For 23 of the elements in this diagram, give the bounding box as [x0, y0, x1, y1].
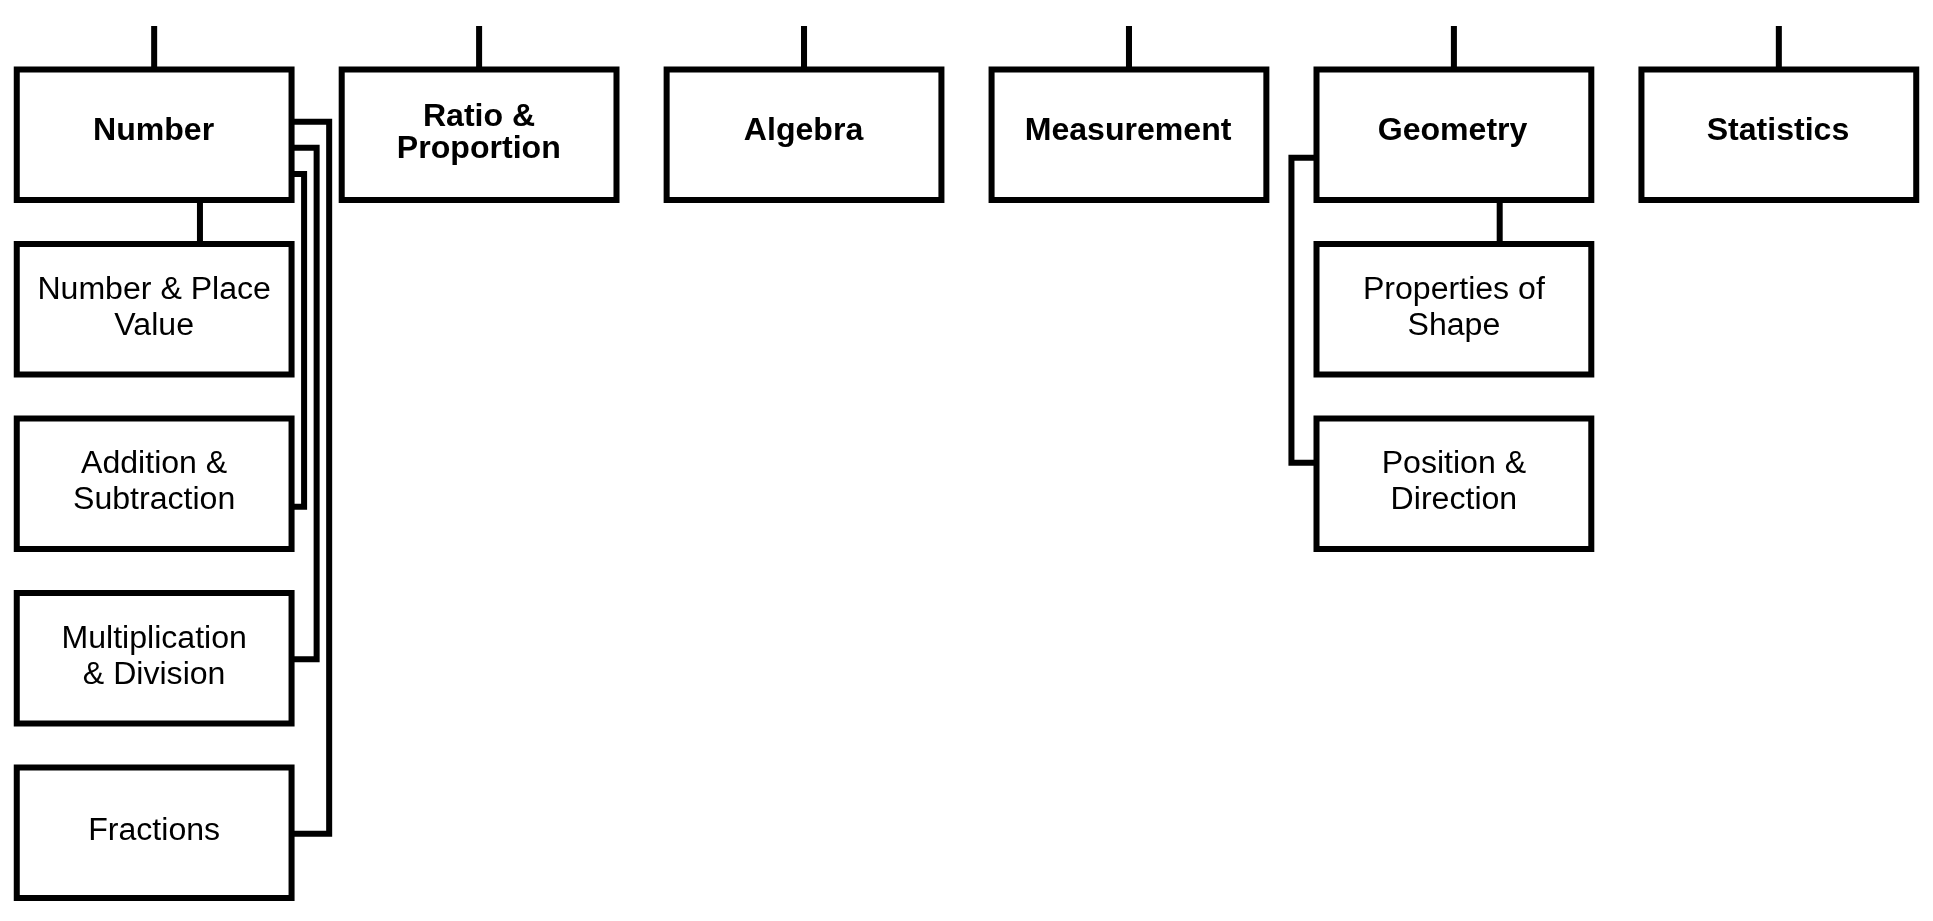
node-box: Properties of Shape	[1313, 240, 1595, 377]
node-box: Ratio & Proportion	[338, 66, 620, 203]
connector	[1288, 154, 1317, 466]
connector	[1496, 200, 1503, 244]
node-box: Number	[13, 66, 295, 203]
node-box: Multiplication & Division	[13, 589, 295, 726]
connector	[291, 170, 308, 510]
node-box: Number & Place Value	[13, 240, 295, 377]
connector	[1775, 25, 1782, 69]
connector	[291, 144, 320, 662]
node-box: Position & Direction	[1313, 415, 1595, 552]
connector	[801, 25, 808, 69]
connector	[196, 200, 203, 244]
connector	[476, 25, 483, 69]
node-box: Statistics	[1638, 66, 1920, 203]
node-box: Addition & Subtraction	[13, 415, 295, 552]
node-box: Measurement	[988, 66, 1270, 203]
node-box: Fractions	[13, 764, 295, 901]
connector	[1125, 25, 1132, 69]
node-box: Geometry	[1313, 66, 1595, 203]
node-box: Algebra	[663, 66, 945, 203]
connector	[151, 25, 158, 69]
connector	[1450, 25, 1457, 69]
